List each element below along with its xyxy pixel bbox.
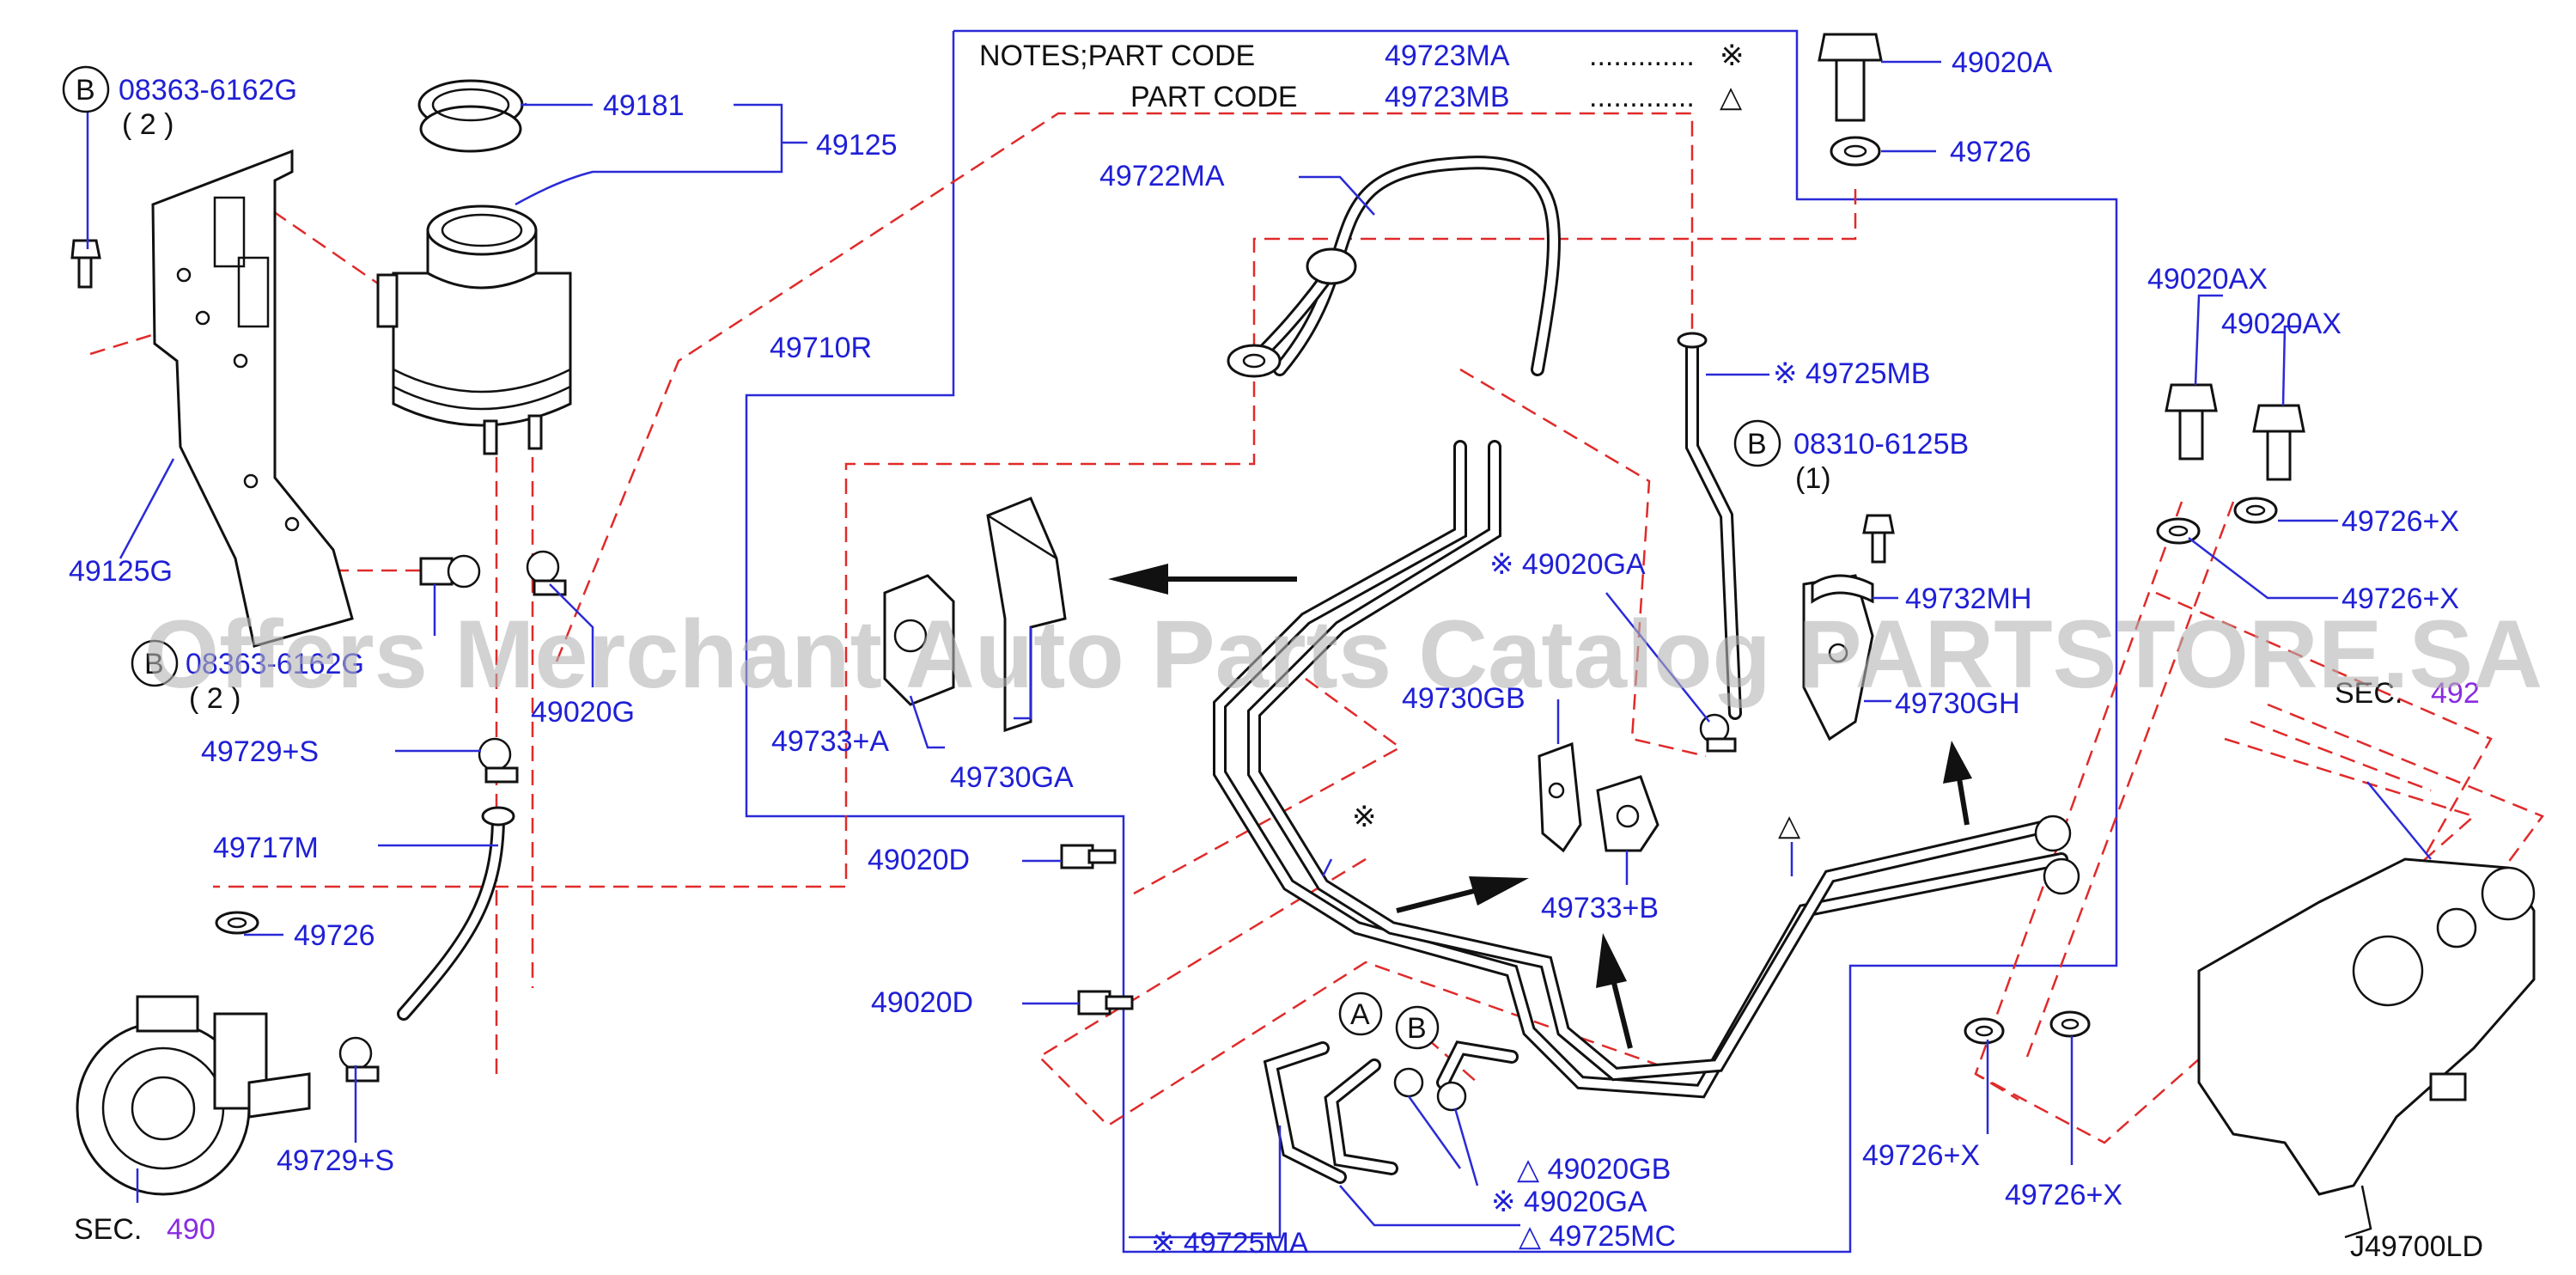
label-08363-top: 08363-6162G (119, 74, 297, 107)
label-49726-top: 49726 (1950, 136, 2031, 168)
label-49725ma: ※ 49725MA (1151, 1227, 1309, 1260)
direction-arrows (1108, 564, 1972, 1049)
notes-dots-b: ............. (1589, 81, 1695, 113)
label-49020gb: △ 49020GB (1517, 1153, 1671, 1186)
lower-hoses (1263, 1041, 1467, 1184)
steering-tubes (1213, 440, 2080, 1099)
symbol-tri: △ (1778, 809, 1801, 842)
label-49020ax-2: 49020AX (2221, 308, 2342, 340)
frame-lines (745, 29, 2118, 1254)
label-49730ga: 49730GA (950, 761, 1074, 794)
bracket-49730gb (1538, 741, 1582, 853)
notes-sym-a: ※ (1720, 40, 1745, 72)
label-08363-mid: 08363-6162G (186, 648, 364, 680)
label-49730gh: 49730GH (1895, 687, 2020, 720)
label-49729s-bot: 49729+S (277, 1144, 394, 1177)
label-sec-492-num: 492 (2431, 677, 2480, 710)
bolt-49020a (1818, 33, 1883, 122)
label-49726-left: 49726 (294, 919, 375, 952)
label-08310: 08310-6125B (1793, 428, 1969, 461)
insulator-49733a (883, 574, 955, 706)
label-49710r: 49710R (770, 332, 872, 364)
hose-49717m (397, 806, 515, 1021)
washer-49726-top (1830, 136, 1881, 167)
part-labels: B 08363-6162G ( 2 ) 49181 49125 49125G B… (62, 46, 2483, 1263)
b-circle-mid (131, 639, 179, 687)
notes-dots-a: ............. (1589, 40, 1695, 72)
bolt-08310 (1862, 514, 1895, 564)
label-49726x-1: 49726+X (2342, 505, 2459, 538)
label-49020ax-1: 49020AX (2147, 263, 2268, 296)
leader-lines (86, 60, 2432, 1239)
label-49020a: 49020A (1952, 46, 2053, 79)
reservoir-bracket (151, 149, 354, 648)
label-49733a: 49733+A (771, 725, 889, 758)
label-qty-1-right: (1) (1795, 462, 1831, 495)
notes-header: NOTES;PART CODE (979, 40, 1255, 72)
clamp-49729s-top (478, 737, 519, 784)
label-49726x-3: 49726+X (1862, 1139, 1980, 1172)
b-circle-top-letter: B (76, 74, 95, 107)
washer-49726-left (215, 911, 259, 935)
label-49722ma: 49722MA (1099, 160, 1225, 192)
return-tube-49725mb (1677, 332, 1742, 720)
steering-gear-box (2197, 857, 2536, 1239)
washers-49726x (1964, 497, 2278, 1045)
label-49020ga-top: ※ 49020GA (1489, 548, 1646, 581)
clamp-49729s-bot (338, 1036, 380, 1083)
label-49020g: 49020G (531, 696, 635, 729)
insulator-49733b (1596, 775, 1659, 852)
notes-line2: PART CODE (1130, 81, 1298, 113)
label-49732mh: 49732MH (1905, 583, 2031, 615)
reservoir-tank (376, 204, 572, 455)
label-49726x-4: 49726+X (2005, 1179, 2122, 1211)
b-circle-right (1733, 419, 1781, 467)
bolt-top-left (70, 239, 101, 289)
pressure-hose-49722ma (1227, 156, 1562, 378)
clamp-49020ga-top (1699, 713, 1737, 753)
label-49730gb: 49730GB (1402, 682, 1526, 715)
label-49733b: 49733+B (1541, 892, 1659, 924)
label-49726x-2: 49726+X (2342, 583, 2459, 615)
symbol-kome: ※ (1352, 801, 1377, 833)
label-49717m: 49717M (213, 832, 319, 864)
label-49020ga-bot: ※ 49020GA (1491, 1186, 1647, 1218)
b-circle-mid-letter: B (144, 648, 164, 680)
watermark: Offers Merchant Auto Parts Catalog PARTS… (144, 601, 2543, 708)
label-sec-490: SEC. (74, 1213, 142, 1246)
notes-code-a: 49723MA (1385, 40, 1510, 72)
mark-a: A (1350, 998, 1370, 1031)
label-49181: 49181 (603, 89, 685, 122)
bolt-mid-left (419, 554, 481, 589)
power-steering-pump (76, 995, 311, 1196)
label-49020d-1: 49020D (868, 844, 970, 876)
bolts-49020ax (2165, 383, 2305, 481)
label-49725mb: ※ 49725MB (1773, 357, 1930, 390)
mark-b: B (1407, 1012, 1427, 1045)
reservoir-cap (417, 79, 524, 153)
b-circle-top (62, 65, 110, 113)
b-circle-right-letter: B (1747, 428, 1767, 461)
label-qty-2-mid: ( 2 ) (189, 682, 241, 715)
label-49729s-top: 49729+S (201, 735, 319, 768)
label-sec-492: SEC. (2335, 677, 2402, 710)
label-sec-490-num: 490 (167, 1213, 216, 1246)
diagram-code: J49700LD (2350, 1230, 2483, 1263)
label-49125g: 49125G (69, 555, 173, 588)
clamp-49732mh (1811, 574, 1874, 604)
clamps-49020d (1060, 844, 1134, 1016)
label-49125: 49125 (816, 129, 898, 162)
notes-sym-b: △ (1720, 81, 1743, 113)
clamp-49020g (526, 550, 567, 596)
label-49020d-2: 49020D (871, 986, 973, 1019)
bracket-49730gh (1802, 574, 1874, 741)
label-qty-2-top: ( 2 ) (122, 108, 174, 141)
mark-a-circle (1338, 991, 1383, 1036)
label-49725mc: △ 49725MC (1519, 1220, 1676, 1253)
dashed-lines (89, 112, 2544, 1144)
notes-block: NOTES;PART CODE PART CODE 49723MA 49723M… (979, 40, 1745, 113)
notes-code-b: 49723MB (1385, 81, 1510, 113)
mark-b-circle (1395, 1005, 1440, 1050)
